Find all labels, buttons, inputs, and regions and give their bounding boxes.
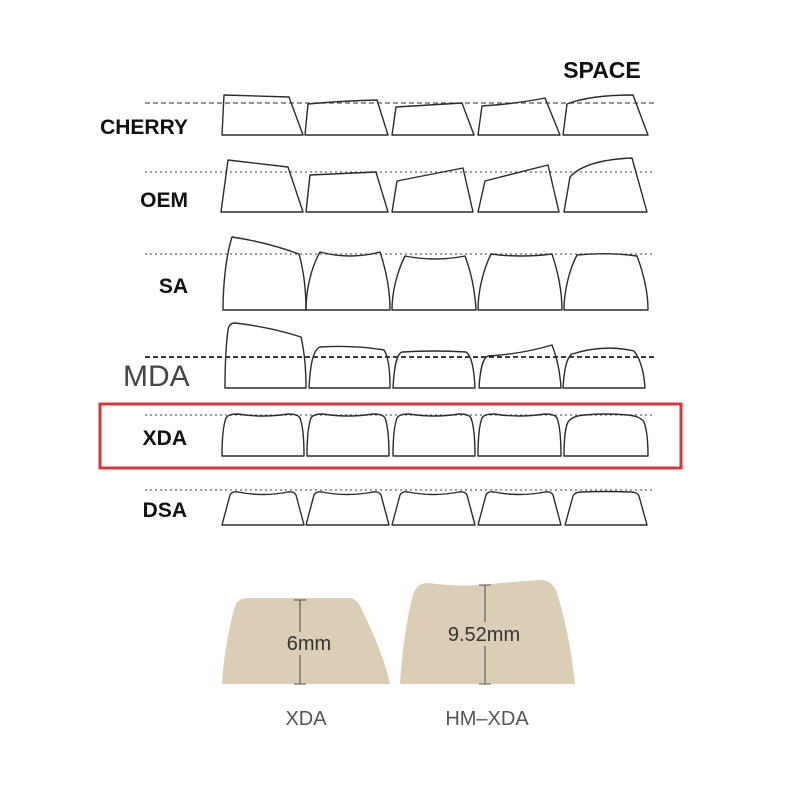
dsa-keycap-2 (305, 491, 390, 526)
dsa-keycap-5 (564, 490, 648, 526)
dsa-keycap-3 (391, 491, 476, 526)
mda-keycap-3 (392, 350, 476, 389)
oem-keycap-3 (391, 167, 474, 213)
xda-row: XDA (98, 402, 683, 470)
cherry-row: CHERRY (100, 94, 655, 139)
mda-keycaps (224, 322, 646, 389)
mda-row: MDA (123, 322, 655, 393)
sa-keycap-3 (391, 255, 477, 311)
xda-keycap-2 (306, 413, 390, 457)
xda-caption: XDA (285, 708, 327, 730)
xda-keycap-silhouette (222, 598, 390, 684)
space-key-label: SPACE (563, 57, 641, 83)
cherry-label: CHERRY (100, 116, 188, 139)
oem-keycaps (220, 157, 648, 213)
xda-keycap-3 (392, 413, 476, 457)
hm-xda-keycap-silhouette (400, 580, 575, 684)
xda-height-dimension: 6mm (287, 599, 331, 685)
xda-keycap-4 (477, 413, 562, 457)
dsa-label: DSA (143, 499, 187, 522)
mda-keycap-2 (308, 345, 391, 389)
dsa-keycap-4 (477, 491, 562, 526)
xda-height-label: 6mm (287, 633, 331, 655)
cherry-keycap-3 (391, 102, 475, 136)
xda-height-comparison: 6mm XDA (222, 598, 390, 730)
xda-highlight-frame (98, 402, 683, 470)
cherry-keycap-5 (562, 94, 649, 136)
sa-keycap-5 (563, 253, 649, 311)
cherry-keycap-4 (477, 97, 561, 136)
sa-keycap-2 (305, 251, 391, 311)
dsa-keycaps (221, 490, 648, 526)
hm-xda-height-dimension: 9.52mm (448, 584, 520, 685)
oem-row: OEM (140, 157, 655, 213)
xda-keycap-5 (563, 413, 649, 457)
dsa-keycap-1 (221, 491, 305, 526)
mda-keycap-5 (562, 347, 646, 389)
sa-label: SA (159, 275, 188, 298)
oem-keycap-2 (305, 171, 389, 213)
sa-keycap-1 (222, 236, 307, 311)
sa-row: SA (145, 236, 655, 311)
sa-keycaps (222, 236, 649, 311)
oem-label: OEM (140, 189, 188, 212)
hm-xda-height-comparison: 9.52mm HM–XDA (400, 580, 575, 730)
oem-keycap-5 (563, 157, 648, 213)
xda-keycaps (221, 413, 649, 457)
hm-xda-dimension-line (479, 584, 491, 685)
mda-keycap-1 (224, 322, 307, 389)
hm-xda-height-label: 9.52mm (448, 624, 520, 646)
oem-keycap-4 (477, 164, 560, 213)
xda-keycap-1 (221, 413, 305, 457)
xda-label: XDA (143, 427, 187, 450)
mda-keycap-4 (478, 344, 562, 389)
dsa-row: DSA (143, 489, 655, 526)
cherry-keycaps (221, 94, 649, 136)
xda-dimension-line (294, 599, 306, 685)
oem-keycap-1 (220, 159, 304, 213)
cherry-keycap-1 (221, 94, 304, 136)
cherry-keycap-2 (304, 99, 389, 136)
mda-label: MDA (123, 360, 190, 393)
sa-keycap-4 (477, 253, 563, 311)
hm-xda-caption: HM–XDA (445, 708, 529, 730)
